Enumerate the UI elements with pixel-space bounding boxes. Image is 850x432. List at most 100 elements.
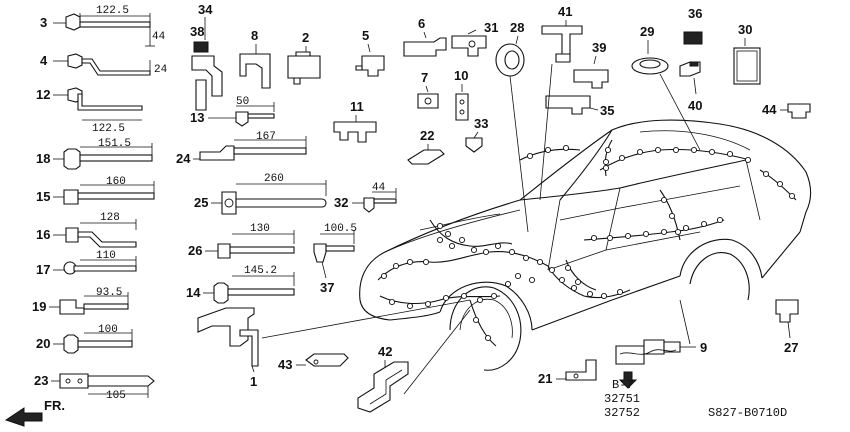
callout-13: 13 xyxy=(190,110,204,125)
dim-32-length: 44 xyxy=(372,182,386,194)
holder-6: 6 xyxy=(403,16,447,57)
dim-37-length: 100.5 xyxy=(324,223,357,235)
callout-30: 30 xyxy=(738,22,752,37)
clip-10: 10 xyxy=(454,68,469,121)
callout-6: 6 xyxy=(418,16,425,31)
callout-28: 28 xyxy=(510,20,524,35)
callout-7: 7 xyxy=(421,70,428,85)
leader-lines xyxy=(403,63,691,395)
clamp-14: 14 145.2 xyxy=(186,265,295,304)
dim-13-length: 50 xyxy=(236,96,249,108)
callout-43: 43 xyxy=(278,357,292,372)
callout-42: 42 xyxy=(378,344,392,359)
clip-7: 7 xyxy=(417,70,439,109)
callout-16: 16 xyxy=(36,227,50,242)
callout-8: 8 xyxy=(251,28,258,43)
callout-40: 40 xyxy=(688,98,702,113)
clamp-16: 16 128 xyxy=(36,212,137,248)
callout-17: 17 xyxy=(36,262,50,277)
clip-33: 33 xyxy=(465,116,488,153)
dim-24-length: 167 xyxy=(256,131,276,143)
dim-15-length: 160 xyxy=(106,176,126,188)
bracket-1: 1 xyxy=(197,299,471,389)
vehicle-outline xyxy=(359,119,812,371)
callout-24: 24 xyxy=(176,151,191,166)
callout-25: 25 xyxy=(194,195,208,210)
cover-42: 42 xyxy=(357,344,409,413)
dim-23-length: 105 xyxy=(106,390,126,402)
holder-21: 21 xyxy=(538,359,597,386)
callout-31: 31 xyxy=(484,20,498,35)
connector-2: 2 xyxy=(287,30,321,85)
front-arrow-icon xyxy=(4,407,43,427)
reference-block: B-7 32751 32752 xyxy=(604,371,640,420)
dim-12-length: 122.5 xyxy=(92,123,125,135)
callout-5: 5 xyxy=(362,28,369,43)
callout-18: 18 xyxy=(36,151,50,166)
clip-44: 44 xyxy=(762,102,811,119)
grommet-28: 28 xyxy=(495,20,529,233)
clamp-17: 17 110 xyxy=(36,250,137,277)
terminal-43: 43 xyxy=(278,353,349,372)
dim-3-length: 122.5 xyxy=(96,5,129,17)
clamp-3: 3 122.5 44 xyxy=(40,5,166,47)
clamp-24: 24 167 xyxy=(176,131,307,166)
clamp-23: 23 105 xyxy=(34,373,155,402)
callout-34: 34 xyxy=(198,2,213,17)
callout-14: 14 xyxy=(186,285,201,300)
holder-35: 35 xyxy=(545,95,614,118)
callout-37: 37 xyxy=(320,280,334,295)
callout-1: 1 xyxy=(250,374,257,389)
clamp-26: 26 130 xyxy=(188,223,295,259)
clamp-12: 12 122.5 xyxy=(36,87,143,135)
callout-41: 41 xyxy=(558,4,572,19)
bracket-34: 34 xyxy=(191,2,223,111)
clamp-20: 20 100 xyxy=(36,324,133,354)
grommet-29: 29 xyxy=(631,24,701,151)
callout-29: 29 xyxy=(640,24,654,39)
dim-14-length: 145.2 xyxy=(244,265,277,277)
callout-22: 22 xyxy=(420,128,434,143)
dim-18-length: 151.5 xyxy=(98,138,131,150)
callout-36: 36 xyxy=(688,6,702,21)
holder-39: 39 xyxy=(573,40,609,89)
clamp-37: 100.5 37 xyxy=(313,223,357,295)
callout-2: 2 xyxy=(302,30,309,45)
callout-11: 11 xyxy=(350,99,364,114)
dim-26-length: 130 xyxy=(250,223,270,235)
dim-17-length: 110 xyxy=(96,250,116,262)
connector-9: 9 xyxy=(615,339,707,365)
pad-30: 30 xyxy=(733,22,761,85)
front-label: FR. xyxy=(44,398,65,413)
callout-3: 3 xyxy=(40,15,47,30)
wire-harness-routing xyxy=(377,139,797,347)
reference-part-b: 32752 xyxy=(604,406,640,420)
holder-5: 5 xyxy=(355,28,385,77)
dim-25-length: 260 xyxy=(264,173,284,185)
clip-13: 13 50 xyxy=(190,96,275,127)
front-direction-indicator: FR. xyxy=(4,398,65,427)
reference-part-a: 32751 xyxy=(604,392,640,406)
clamp-19: 19 93.5 xyxy=(32,287,129,315)
clip-38: 38 xyxy=(190,24,209,53)
dim-16-length: 128 xyxy=(100,212,120,224)
callout-20: 20 xyxy=(36,336,50,351)
diagram-code: S827-B0710D xyxy=(708,406,787,420)
callout-35: 35 xyxy=(600,103,614,118)
clamp-15: 15 160 xyxy=(36,176,155,205)
callout-23: 23 xyxy=(34,373,48,388)
reference-section: B-7 xyxy=(612,378,634,392)
dim-19-length: 93.5 xyxy=(96,287,122,299)
cap-36: 36 xyxy=(683,6,703,45)
callout-10: 10 xyxy=(454,68,468,83)
holder-31: 31 xyxy=(451,20,498,57)
callout-12: 12 xyxy=(36,87,50,102)
callout-39: 39 xyxy=(592,40,606,55)
callout-9: 9 xyxy=(700,340,707,355)
callout-38: 38 xyxy=(190,24,204,39)
cover-22: 22 xyxy=(407,128,445,165)
callout-44: 44 xyxy=(762,102,777,117)
callout-32: 32 xyxy=(334,195,348,210)
